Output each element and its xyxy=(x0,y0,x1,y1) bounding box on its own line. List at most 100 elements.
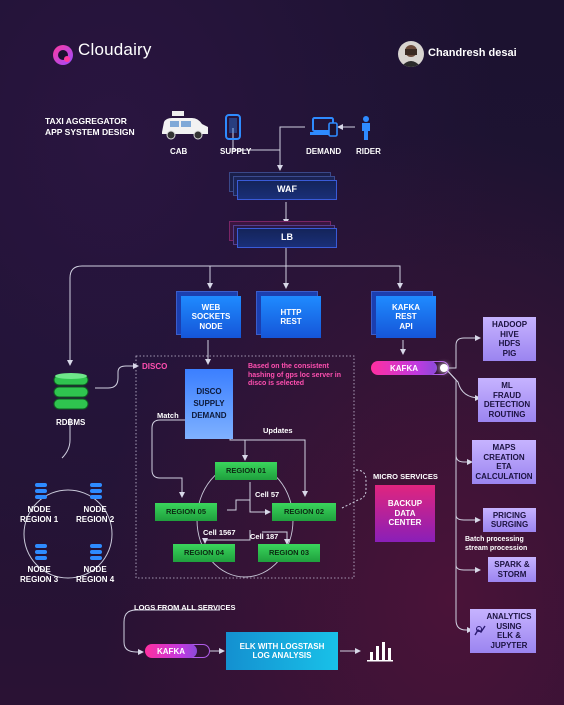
disco-box-line-3: DEMAND xyxy=(191,411,227,420)
disco-note-line-3: disco is selected xyxy=(248,380,305,387)
analytics-line-3: ELK & xyxy=(496,631,521,640)
database-icon xyxy=(52,371,90,411)
devices-icon xyxy=(310,116,338,138)
node-2-line-1: NODE xyxy=(83,505,107,514)
match-label: Match xyxy=(157,411,179,420)
maps-line-1: MAPS xyxy=(492,443,516,452)
disco-note: Based on the consistent hashing of gps l… xyxy=(248,363,341,389)
disco-note-line-1: Based on the consistent xyxy=(248,363,329,370)
ml-line-3: DETECTION xyxy=(483,400,531,409)
backup-line-2: DATA xyxy=(394,508,416,518)
waf-box[interactable]: WAF xyxy=(237,180,337,200)
kafka-rest-line-1: KAFKA xyxy=(392,302,420,312)
cell-1567-label: Cell 1567 xyxy=(203,528,236,537)
node-3-line-1: NODE xyxy=(27,565,51,574)
node-region-4-db-icon xyxy=(90,544,102,560)
analytics-line-1: ANALYTICS xyxy=(486,612,532,621)
region-04-box[interactable]: REGION 04 xyxy=(173,544,235,562)
disco-label: DISCO xyxy=(142,362,168,371)
elk-line-1: ELK WITH LOGSTASH xyxy=(239,641,325,651)
diagram-title: TAXI AGGREGATOR APP SYSTEM DESIGN xyxy=(45,116,135,138)
spark-line-2: STORM xyxy=(497,569,527,579)
title-line-2: APP SYSTEM DESIGN xyxy=(45,127,135,137)
elk-line-2: LOG ANALYSIS xyxy=(252,651,312,660)
disco-box-line-2: SUPPLY xyxy=(193,399,225,408)
ml-line-1: ML xyxy=(501,381,513,390)
hadoop-line-3: HDFS xyxy=(498,339,521,348)
spark-storm-box[interactable]: SPARK &STORM xyxy=(488,557,536,582)
hadoop-line-1: HADOOP xyxy=(491,320,528,329)
maps-line-4: CALCULATION xyxy=(475,471,533,481)
cell-187-label: Cell 187 xyxy=(250,532,279,541)
lb-box[interactable]: LB xyxy=(237,228,337,248)
http-line-1: HTTP xyxy=(280,307,302,317)
disco-box-line-1: DISCO xyxy=(196,387,222,396)
kafka-glow-dot xyxy=(440,364,448,372)
rider-icon xyxy=(360,116,372,140)
supply-label: SUPPLY xyxy=(220,147,252,156)
logs-label: LOGS FROM ALL SERVICES xyxy=(134,603,236,612)
hadoop-line-2: HIVE xyxy=(500,329,519,339)
cloudairy-logo-icon xyxy=(52,44,74,66)
kafka-rest-line-2: REST xyxy=(395,312,417,322)
pricing-line-1: PRICING xyxy=(492,510,527,520)
node-region-2-db-icon xyxy=(90,483,102,499)
node-4-line-2: REGION 4 xyxy=(76,575,115,584)
cell-57-label: Cell 57 xyxy=(255,490,280,499)
region-05-box[interactable]: REGION 05 xyxy=(155,503,217,521)
disco-note-line-2: hashing of gps loc server in xyxy=(248,371,341,379)
pricing-line-2: SURGING xyxy=(490,520,529,529)
maps-line-3: ETA xyxy=(496,462,512,471)
ml-line-2: FRAUD xyxy=(492,390,521,400)
node-3-line-2: REGION 3 xyxy=(20,575,59,584)
cab-label: CAB xyxy=(170,147,188,156)
rider-label: RIDER xyxy=(356,147,381,156)
chart-icon xyxy=(474,624,486,636)
node-1-line-2: REGION 1 xyxy=(20,515,59,524)
http-line-2: REST xyxy=(280,317,302,326)
brand-name[interactable]: Cloudairy xyxy=(78,40,152,59)
batch-processing-note: Batch processing stream procession xyxy=(465,536,527,553)
websockets-line-2: SOCKETS xyxy=(191,312,231,322)
title-line-1: TAXI AGGREGATOR xyxy=(45,116,127,126)
analytics-line-2: USING xyxy=(496,621,522,631)
author-avatar xyxy=(398,41,424,67)
hadoop-line-4: PIG xyxy=(502,348,517,358)
node-2-line-2: REGION 2 xyxy=(76,515,115,524)
backup-line-3: CENTER xyxy=(388,518,422,528)
author-name[interactable]: Chandresh desai xyxy=(428,47,517,59)
phone-icon xyxy=(225,114,241,140)
spark-line-1: SPARK & xyxy=(494,560,530,569)
region-02-box[interactable]: REGION 02 xyxy=(272,503,336,521)
region-03-box[interactable]: REGION 03 xyxy=(258,544,320,562)
websockets-line-1: WEB xyxy=(201,302,221,312)
batch-note-line-2: stream procession xyxy=(465,544,528,552)
kafka-main-pill[interactable]: KAFKA xyxy=(371,361,437,375)
updates-label: Updates xyxy=(263,426,293,435)
bar-chart-icon xyxy=(366,638,394,662)
kafka-logs-pill[interactable]: KAFKA xyxy=(145,644,197,658)
cab-icon xyxy=(158,110,210,142)
region-01-box[interactable]: REGION 01 xyxy=(215,462,277,480)
kafka-rest-line-3: API xyxy=(399,321,413,331)
disco-supply-demand-box[interactable]: DISCO SUPPLY DEMAND xyxy=(185,369,233,439)
demand-label: DEMAND xyxy=(306,147,342,156)
node-4-line-1: NODE xyxy=(83,565,107,574)
analytics-line-4: JUPYTER xyxy=(490,640,528,650)
rdbms-label: RDBMS xyxy=(56,418,86,427)
